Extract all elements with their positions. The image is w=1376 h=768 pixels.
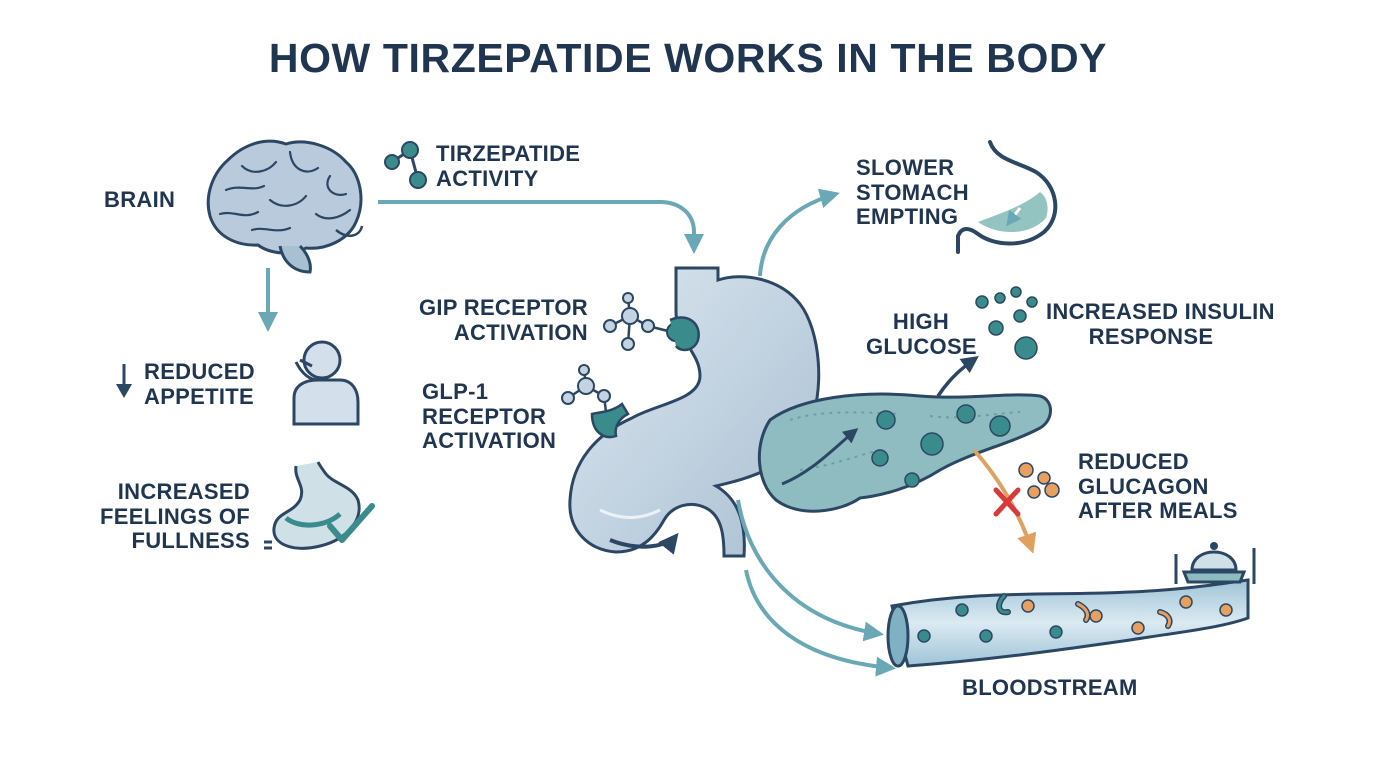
pancreas-icon	[757, 392, 1052, 513]
person-eating-icon	[292, 340, 360, 426]
increased-insulin-label: INCREASED INSULIN RESPONSE	[1046, 299, 1275, 349]
stomach-emptying-arrow	[758, 188, 840, 277]
stomach-to-blood-arrow-2	[744, 569, 896, 677]
increased-fullness-label: INCREASED FEELINGS OF FULLNESS	[100, 479, 250, 554]
cloche-icon	[1174, 542, 1256, 584]
x-mark-icon	[993, 487, 1021, 517]
slower-stomach-label: SLOWER STOMACH EMPTING	[856, 155, 969, 230]
insulin-dots-icon	[975, 286, 1038, 360]
glucagon-dots-icon	[1018, 462, 1060, 499]
small-stomach-icon	[956, 140, 1058, 254]
insulin-arrow	[936, 355, 979, 397]
bloodstream-label: BLOODSTREAM	[962, 675, 1138, 700]
molecule-icon	[384, 141, 427, 189]
brain-label: BRAIN	[104, 187, 176, 212]
glp1-receptor-label: GLP-1 RECEPTOR ACTIVATION	[422, 379, 557, 454]
glp1-molecule-icon	[561, 364, 630, 439]
gip-molecule-icon	[603, 292, 700, 352]
down-arrow-icon	[116, 364, 132, 398]
reduced-appetite-label: REDUCED APPETITE	[144, 359, 255, 409]
stomach-check-icon	[264, 461, 375, 550]
tirzepatide-arrow	[378, 200, 704, 254]
blood-vessel-icon	[886, 578, 1250, 668]
page-title: HOW TIRZEPATIDE WORKS IN THE BODY	[268, 35, 1108, 81]
high-glucose-label: HIGH GLUCOSE	[866, 309, 977, 359]
stomach-icon	[568, 266, 821, 558]
reduced-glucagon-label: REDUCED GLUCAGON AFTER MEALS	[1078, 449, 1238, 524]
gip-receptor-label: GIP RECEPTOR ACTIVATION	[418, 295, 588, 345]
tirzepatide-activity-label: TIRZEPATIDE ACTIVITY	[436, 141, 581, 191]
stomach-to-blood-arrow-1	[736, 499, 884, 642]
glucagon-arrow	[972, 448, 1037, 554]
brain-icon	[206, 139, 364, 274]
